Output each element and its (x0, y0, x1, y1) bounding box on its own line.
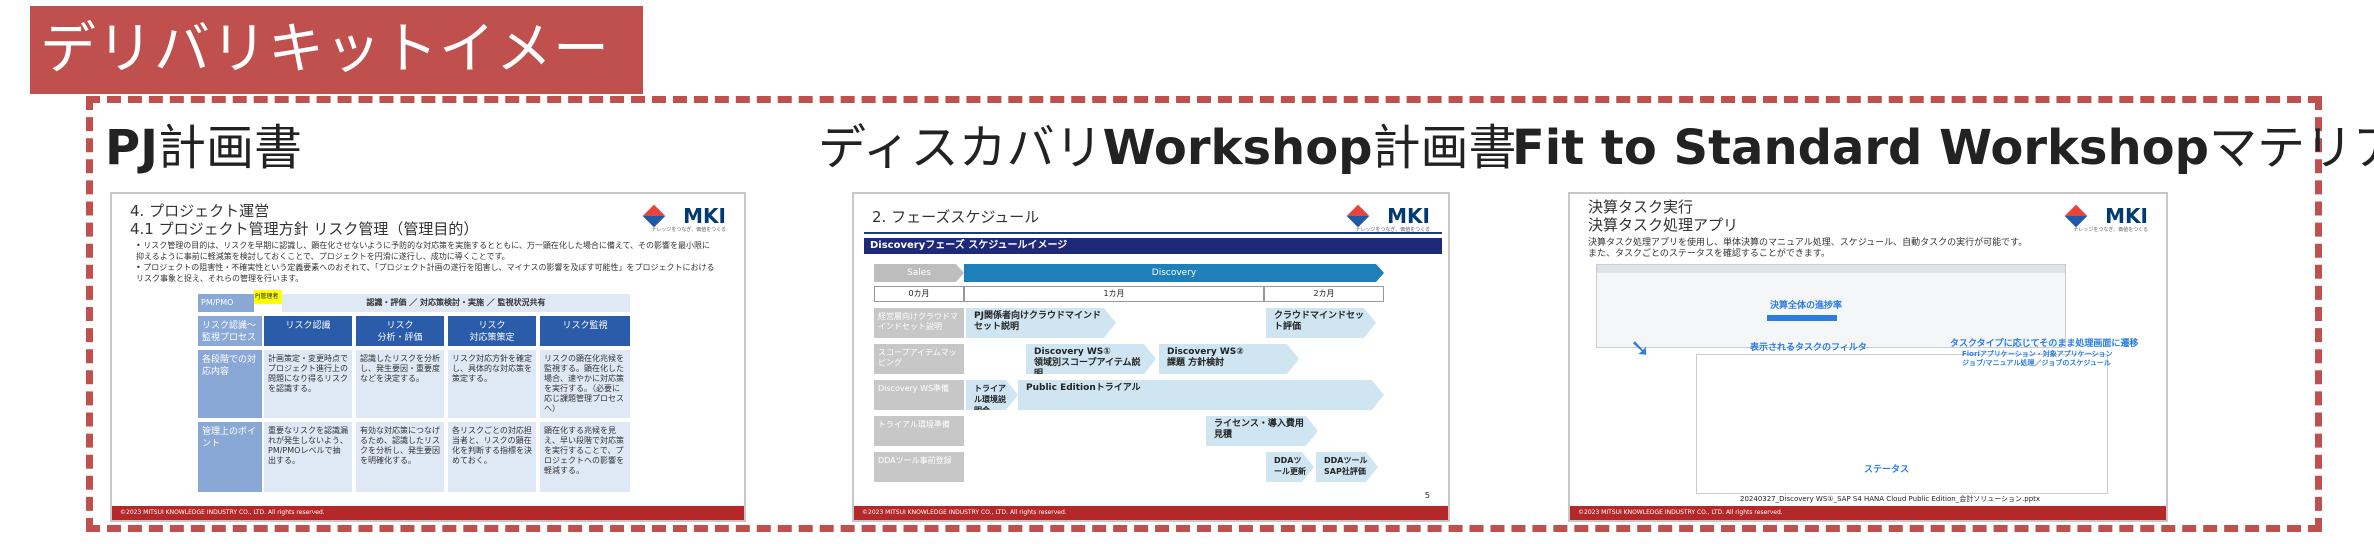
callout-status: ステータス (1864, 465, 1910, 475)
step-risk-plan: リスク 対応策策定 (448, 316, 536, 346)
task-bar: ライセンス・導入費用見積 (1206, 416, 1318, 446)
row2-cell: 認識したリスクを分析し、発生要因・重要度などを決定する。 (356, 350, 444, 418)
item-title-rest: マテリアル (2208, 120, 2374, 176)
item-title-pj-plan: PJ計画書 (105, 118, 302, 178)
item-title-rest: 計画書 (158, 120, 303, 176)
item-title-bold: Fit to Standard Workshop (1512, 120, 2209, 176)
row2-cell: リスク対応方針を確定し、具体的な対応策を策定する。 (448, 350, 536, 418)
section-title-banner: デリバリキットイメージ (30, 6, 643, 170)
file-caption: 20240327_Discovery WS①_SAP S4 HANA Cloud… (1740, 495, 2041, 503)
row-label: DDAツール事前登録 (874, 452, 964, 482)
callout-filter: 表示されるタスクのフィルタ (1750, 343, 1867, 353)
phase-discovery: Discovery (964, 264, 1384, 282)
row3-cell: 各リスクごとの対応担当者と、リスクの顕在化を判断する指標を決めておく。 (448, 422, 536, 492)
item-title-prefix: ディスカバリ (818, 120, 1103, 176)
month-label: 0カ月 (874, 286, 964, 302)
task-bar: DDAツール更新 (1266, 452, 1314, 482)
bullet-text: • リスク管理の目的は、リスクを早期に認識し、顕在化させないように予防的な対応策… (136, 241, 711, 261)
row3-cell: 有効な対応策につなげるため、認識したリスクを分析し、発生要因を明確化する。 (356, 422, 444, 492)
slide-heading: 決算タスク実行決算タスク処理アプリ (1588, 198, 1739, 234)
slide-heading: 2. フェーズスケジュール (872, 208, 1040, 226)
task-bar: トライアル環境説明会 (966, 380, 1018, 410)
month-label: 2カ月 (1264, 286, 1384, 302)
row2-cell: リスクの顕在化兆候を監視する。顕在化した場合、速やかに対応策を実行する。（必要に… (540, 350, 630, 418)
task-bar: PJ関係者向けクラウドマインドセット説明 (966, 308, 1116, 338)
pj-manager-badge: PJ管理者 (254, 290, 282, 304)
item-title-fit-to-standard: Fit to Standard Workshopマテリアル (1512, 118, 2374, 178)
item-title-rest: 計画書 (1372, 120, 1517, 176)
app-screenshot-overview (1596, 264, 2066, 348)
row2-cell: 計画策定・変更時点でプロジェクト進行上の問題になり得るリスクを認識する。 (264, 350, 352, 418)
phase-header: 認識・評価 ／ 対応策検討・実施 ／ 監視状況共有 (282, 294, 630, 312)
row-label: リスク認識～監視プロセス (198, 316, 262, 346)
slide-footer: ©2023 MITSUI KNOWLEDGE INDUSTRY CO., LTD… (854, 506, 1448, 520)
row-label: Discovery WS準備 (874, 380, 964, 410)
callout-task-type-detail: Fioriアプリケーション・対象アプリケーション ジョブ/マニュアル処理／ジョブ… (1962, 350, 2113, 367)
callout-task-type: タスクタイプに応じてそのまま処理画面に遷移 (1950, 339, 2139, 349)
arrow-icon: ➘ (1630, 334, 1651, 362)
step-risk-analysis: リスク 分析・評価 (356, 316, 444, 346)
row-label: スコープアイテムマッピング (874, 344, 964, 374)
callout-progress: 決算全体の進捗率 (1770, 301, 1843, 311)
row-label: 経営層向けクラウドマインドセット説明 (874, 308, 964, 338)
row3-cell: 顕在化する兆候を見え、早い段階で対応策を実行することで、プロジェクトへの影響を軽… (540, 422, 630, 492)
pmpmo-label: PM/PMO (198, 294, 254, 312)
progress-bar (1767, 315, 1837, 321)
task-bar: Public Editionトライアル (1018, 380, 1384, 410)
step-risk-monitor: リスク監視 (540, 316, 630, 346)
row-label: 各段階での対応内容 (198, 350, 262, 418)
mki-cube-icon (642, 204, 666, 228)
step-risk-recognition: リスク認識 (264, 316, 352, 346)
task-bar: Discovery WS① 領域別スコープアイテム説明 (1026, 344, 1156, 374)
row3-cell: 重要なリスクを認識漏れが発生しないよう、PM/PMOレベルで抽出する。 (264, 422, 352, 492)
mki-cube-icon (1346, 204, 1370, 228)
bullet-text: • プロジェクトの阻害性・不確実性という定義要素へのおそれて、「プロジェクト計画… (136, 263, 715, 283)
item-title-bold: Workshop (1102, 120, 1373, 176)
item-title-bold: PJ (105, 120, 159, 176)
app-screenshot-tasks (1696, 354, 2108, 494)
slide-footer: ©2023 MITSUI KNOWLEDGE INDUSTRY CO., LTD… (112, 506, 744, 520)
heading-rule (864, 232, 1442, 234)
item-title-discovery-plan: ディスカバリWorkshop計画書 (818, 118, 1517, 178)
row-label: トライアル環境準備 (874, 416, 964, 446)
schedule-banner: Discoveryフェーズ スケジュールイメージ (864, 238, 1442, 254)
task-bar: DDAツール SAP社評価 (1316, 452, 1378, 482)
month-label: 1カ月 (964, 286, 1264, 302)
body-text: 決算タスク処理アプリを使用し、単体決算のマニュアル処理、スケジュール、自動タスク… (1588, 238, 2028, 259)
slide-footer: ©2023 MITSUI KNOWLEDGE INDUSTRY CO., LTD… (1570, 506, 2166, 520)
task-bar: Discovery WS② 課題 方針検討 (1159, 344, 1299, 374)
task-bar: クラウドマインドセット評価 (1266, 308, 1376, 338)
dashed-frame (86, 96, 2322, 532)
mki-cube-icon (2064, 204, 2088, 228)
page-number: 5 (1424, 491, 1430, 500)
phase-sales: Sales (874, 264, 964, 282)
row-label: 管理上のポイント (198, 422, 262, 492)
